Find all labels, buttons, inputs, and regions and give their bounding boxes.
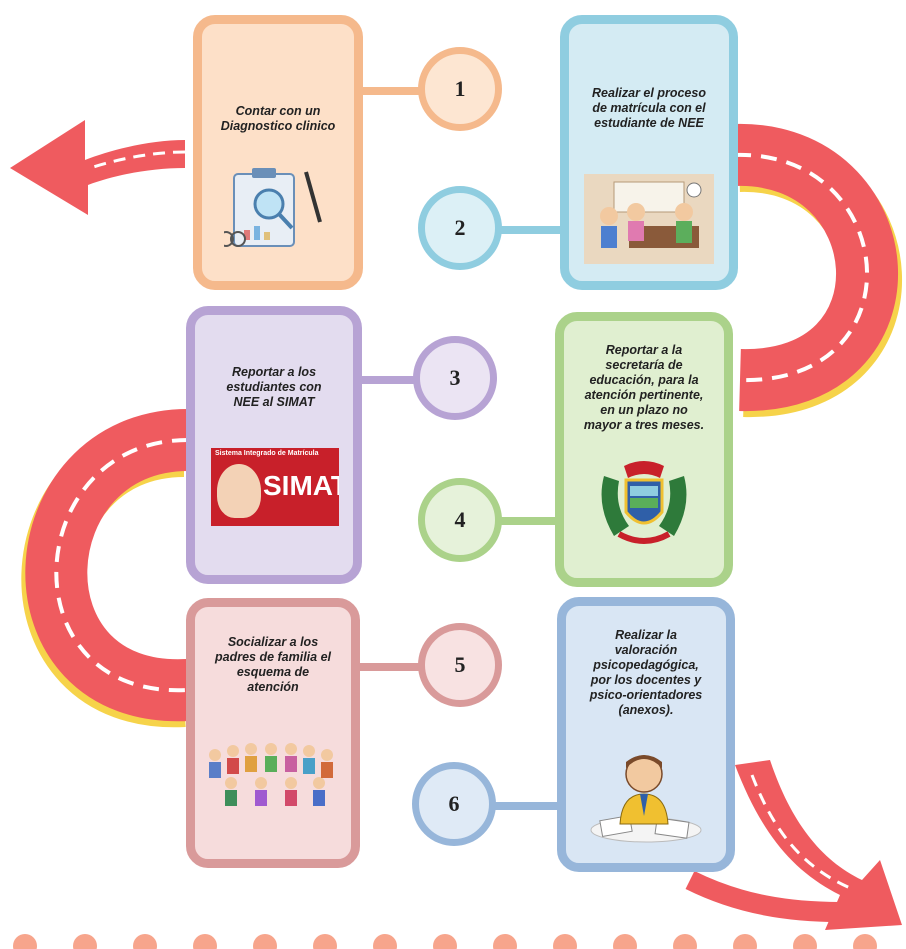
right-arrow-icon <box>685 760 902 930</box>
step-6-card: Realizar la valoración psicopedagógica, … <box>557 597 735 872</box>
simat-word: SIMAT <box>263 470 339 501</box>
step-4-text: Reportar a la secretaría de educación, p… <box>583 343 705 432</box>
step-6-number: 6 <box>412 762 496 846</box>
coat-of-arms-icon <box>601 461 687 544</box>
step-5-text: Socializar a los padres de familia el es… <box>214 635 332 694</box>
left-arrow-icon <box>10 120 186 215</box>
teacher-evaluating-illustration <box>590 755 702 843</box>
bottom-dot-row <box>13 934 877 949</box>
step-1-number: 1 <box>418 47 502 131</box>
step-6-text: Realizar la valoración psicopedagógica, … <box>589 628 703 717</box>
simat-caption: Sistema Integrado de Matrícula <box>215 450 319 457</box>
simat-logo: Sistema Integrado de Matrícula SIMAT <box>211 448 339 526</box>
step-5-number: 5 <box>418 623 502 707</box>
step-4-number: 4 <box>418 478 502 562</box>
step-2-card: Realizar el proceso de matrícula con el … <box>560 15 738 290</box>
step-2-number: 2 <box>418 186 502 270</box>
connector-6 <box>490 802 565 810</box>
connector-2 <box>495 226 570 234</box>
connector-4 <box>495 517 565 525</box>
connector-3 <box>355 376 420 384</box>
parents-meeting-illustration <box>209 743 333 806</box>
step-1-text: Contar con un Diagnostico clinico <box>220 104 336 133</box>
step-3-card: Reportar a los estudiantes con NEE al SI… <box>186 306 362 584</box>
step-2-text: Realizar el proceso de matrícula con el … <box>592 86 706 130</box>
clipboard-diagnosis-icon <box>224 168 322 247</box>
child-face-icon <box>217 464 261 518</box>
step-5-card: Socializar a los padres de familia el es… <box>186 598 360 868</box>
connector-5 <box>355 663 425 671</box>
connector-1 <box>355 87 425 95</box>
step-3-number: 3 <box>413 336 497 420</box>
step-4-card: Reportar a la secretaría de educación, p… <box>555 312 733 587</box>
left-curve-road <box>21 409 190 728</box>
step-1-card: Contar con un Diagnostico clinico <box>193 15 363 290</box>
right-curve-road <box>734 123 902 418</box>
enrollment-meeting-illustration <box>584 174 714 264</box>
step-3-text: Reportar a los estudiantes con NEE al SI… <box>226 365 322 409</box>
